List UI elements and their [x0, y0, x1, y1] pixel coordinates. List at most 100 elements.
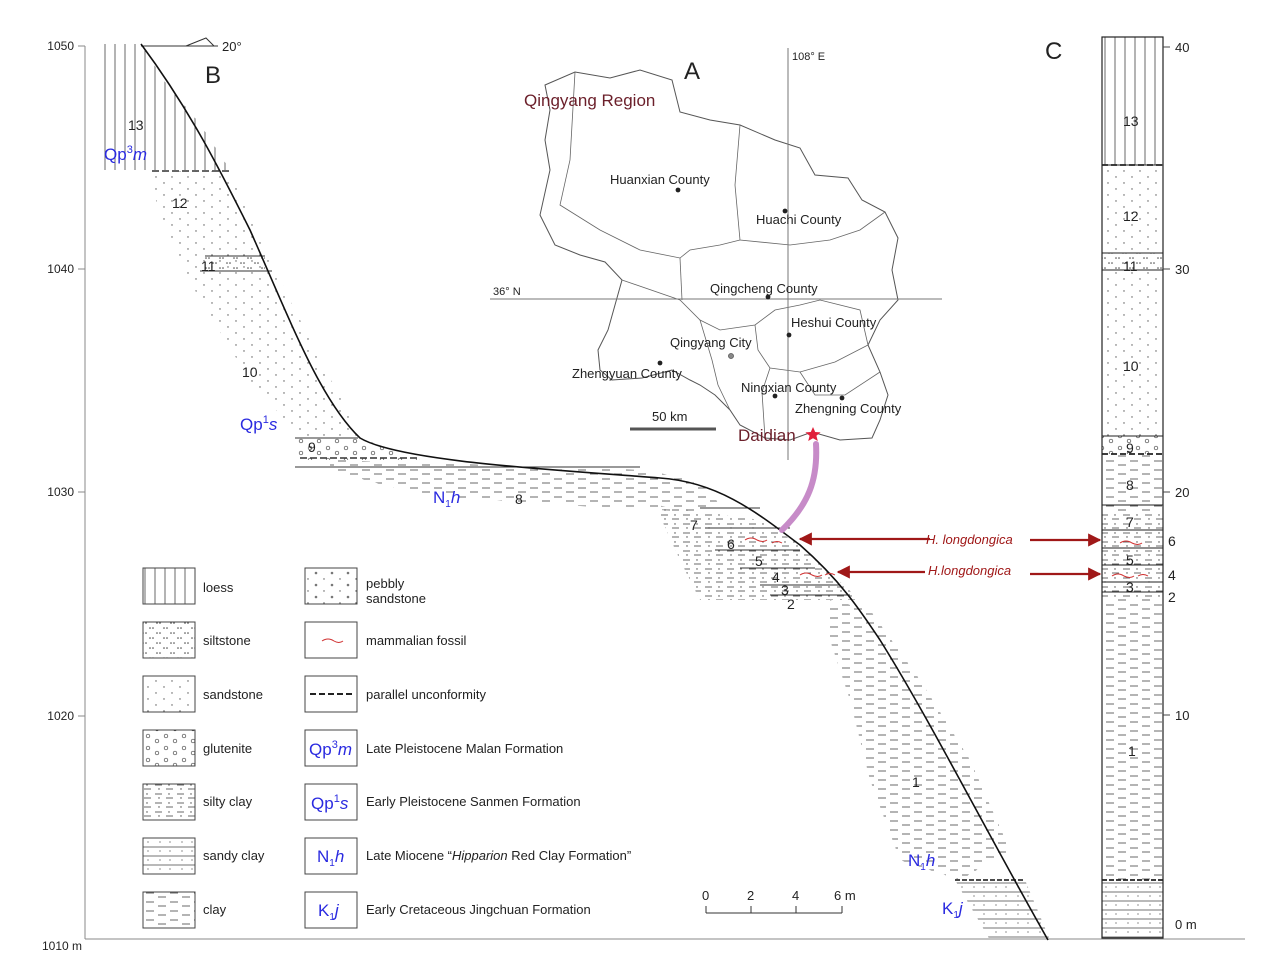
county-heshui: Heshui County	[791, 315, 877, 330]
legend-pebbly: pebbly	[366, 576, 405, 591]
legend-silty-clay: silty clay	[203, 794, 253, 809]
legend: loess siltstone sandstone glutenite silt…	[142, 567, 631, 929]
profile-layer-4: 4	[772, 569, 780, 585]
column-layer-4: 4	[1168, 567, 1176, 583]
panel-label-c: C	[1045, 38, 1062, 65]
legend-sandstone: sandstone	[203, 687, 263, 702]
map-scale-label: 50 km	[652, 409, 687, 424]
depth-tick-0: 0 m	[1175, 917, 1197, 932]
map-parallel: 36° N	[493, 286, 521, 298]
depth-tick-10: 10	[1175, 708, 1189, 723]
legend-fossil-icon	[321, 638, 344, 643]
column-layer-13: 13	[1123, 113, 1139, 129]
legend-siltstone: siltstone	[203, 633, 251, 648]
column-layer-9: 9	[1126, 440, 1134, 456]
depth-tick-40: 40	[1175, 40, 1189, 55]
formation-n1h-lower: N1h	[908, 851, 935, 873]
county-ningxian: Ningxian County	[741, 380, 837, 395]
depth-tick-30: 30	[1175, 262, 1189, 277]
county-huanxian: Huanxian County	[610, 172, 710, 187]
legend-fossil: mammalian fossil	[366, 633, 467, 648]
column-layer-numbers: 13 12 11 10 9 8 7 6 5 4 3 2 1	[1123, 113, 1176, 759]
county-zhengning: Zhengning County	[795, 401, 902, 416]
dip-label: 20°	[222, 39, 242, 54]
legend-malan: Late Pleistocene Malan Formation	[366, 741, 563, 756]
profile-layer-1: 1	[912, 774, 920, 790]
county-qingyang-city: Qingyang City	[670, 335, 752, 350]
legend-pebbly-sandstone: sandstone	[366, 591, 426, 606]
profile-layer-7: 7	[690, 517, 698, 533]
elev-tick-1020: 1020	[47, 709, 74, 723]
column-c	[1101, 36, 1164, 939]
profile-layer-5: 5	[755, 553, 763, 569]
scale-tick-0: 0	[702, 888, 709, 903]
profile-layer-10: 10	[242, 364, 258, 380]
site-connector	[779, 441, 820, 533]
profile-layer-6: 6	[727, 536, 735, 552]
column-layer-8: 8	[1126, 477, 1134, 493]
legend-symbol-n1h: N1h	[317, 847, 344, 869]
depth-tick-20: 20	[1175, 485, 1189, 500]
legend-sanmen: Early Pleistocene Sanmen Formation	[366, 794, 581, 809]
column-layer-10: 10	[1123, 358, 1139, 374]
column-layer-6: 6	[1168, 533, 1176, 549]
elev-tick-1010: 1010 m	[42, 939, 82, 953]
profile-surface	[140, 43, 1049, 941]
county-qingcheng: Qingcheng County	[710, 281, 818, 296]
profile-layer-13: 13	[128, 117, 144, 133]
profile-layer-8: 8	[515, 491, 523, 507]
site-star-icon	[805, 427, 821, 441]
map-meridian: 108° E	[792, 51, 825, 63]
scale-tick-6: 6 m	[834, 888, 856, 903]
column-layer-11: 11	[1123, 258, 1138, 274]
formation-n1h-profile: N1h	[433, 488, 460, 510]
profile-layer-9: 9	[308, 439, 316, 455]
panel-label-a: A	[684, 58, 700, 85]
legend-glutenite: glutenite	[203, 741, 252, 756]
panel-label-b: B	[205, 62, 221, 89]
legend-jingchuan: Early Cretaceous Jingchuan Formation	[366, 902, 591, 917]
legend-symbol-k1j: K1j	[318, 901, 340, 923]
legend-clay: clay	[203, 902, 227, 917]
county-huachi: Huachi County	[756, 212, 842, 227]
elev-tick-1050: 1050	[47, 39, 74, 53]
profile-fossils	[744, 537, 836, 577]
legend-loess: loess	[203, 580, 234, 595]
elev-tick-1040: 1040	[47, 262, 74, 276]
column-layer-7: 7	[1126, 514, 1134, 530]
site-label: Daidian	[738, 426, 796, 445]
profile-layer-11: 11	[201, 258, 216, 274]
column-layer-5: 5	[1126, 552, 1134, 568]
dip-symbol: 20°	[141, 37, 242, 54]
legend-hipparion: Late Miocene “Hipparion Red Clay Formati…	[366, 848, 631, 863]
elev-tick-1030: 1030	[47, 485, 74, 499]
column-axis: 40 30 20 10 0 m	[1163, 40, 1197, 932]
legend-unconformity: parallel unconformity	[366, 687, 486, 702]
scale-tick-4: 4	[792, 888, 799, 903]
elevation-axis: 1050 1040 1030 1020 1010 m	[42, 39, 1245, 953]
formation-malan-profile: Qp3m	[104, 144, 147, 164]
meter-scale-bar: 0 2 4 6 m	[702, 888, 856, 914]
column-layer-2: 2	[1168, 589, 1176, 605]
county-zhengyuan: Zhengyuan County	[572, 366, 682, 381]
column-layer-1: 1	[1128, 743, 1136, 759]
profile-layer-12: 12	[172, 195, 188, 211]
legend-symbol-sanmen: Qp1s	[311, 793, 349, 813]
legend-sandy-clay: sandy clay	[203, 848, 265, 863]
legend-symbol-malan: Qp3m	[309, 739, 352, 759]
profile-layer-numbers: 13 12 11 10 9 8 7 6 5 4 3 2 1	[128, 117, 920, 790]
fossil-label-lower: H.longdongica	[928, 563, 1011, 578]
formation-k1j-profile: K1j	[942, 899, 964, 921]
formation-sanmen-profile: Qp1s	[240, 414, 278, 434]
profile-lithology	[96, 44, 1050, 940]
fossil-label-upper: H. longdongica	[926, 532, 1013, 547]
profile-layer-3: 3	[781, 582, 789, 598]
profile-layer-2: 2	[787, 596, 795, 612]
fossil-correlation: H. longdongica H.longdongica	[798, 532, 1102, 581]
map-region-title: Qingyang Region	[524, 91, 655, 110]
column-layer-12: 12	[1123, 208, 1139, 224]
scale-tick-2: 2	[747, 888, 754, 903]
map-qingyang: 108° E 36° N Qingyang Region Huanxian Co…	[490, 48, 942, 460]
column-layer-3: 3	[1126, 579, 1134, 595]
